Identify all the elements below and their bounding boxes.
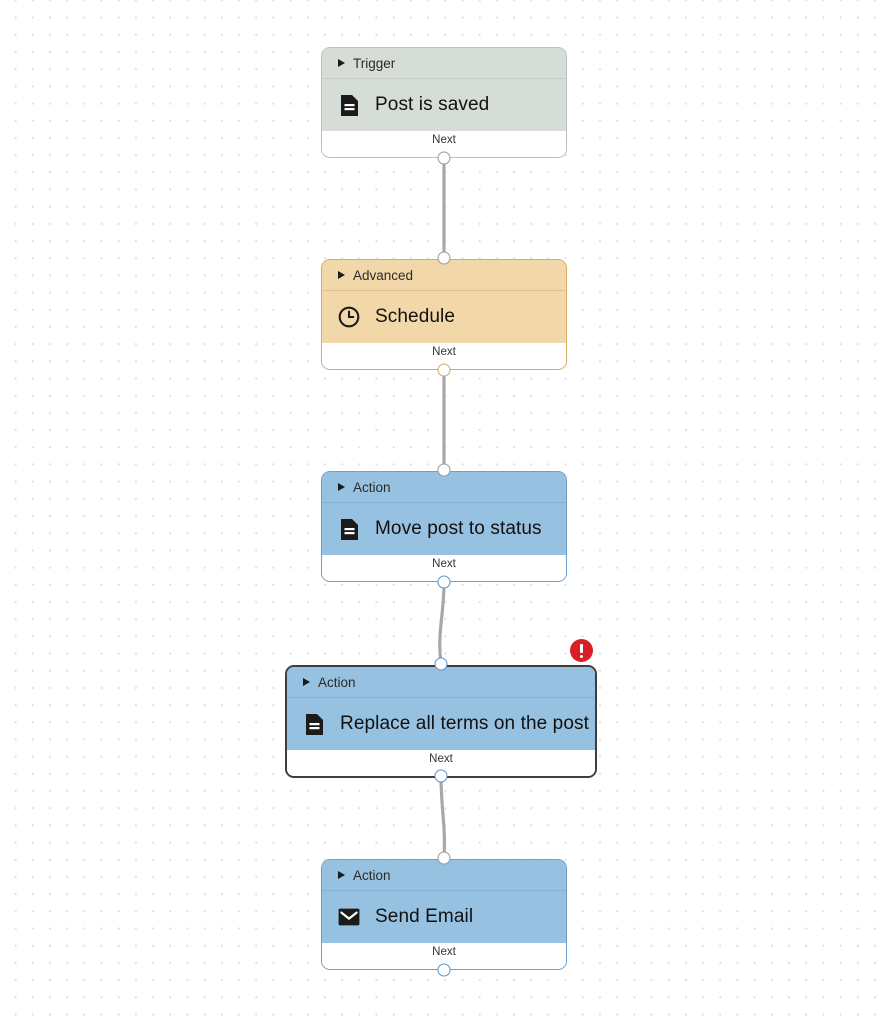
workflow-node-action-move[interactable]: Action Move post to status Next [321, 471, 567, 582]
output-port-action-email[interactable] [437, 963, 451, 977]
chevron-right-icon[interactable] [303, 678, 310, 686]
workflow-node-trigger[interactable]: Trigger Post is saved Next [321, 47, 567, 158]
envelope-icon [338, 905, 360, 929]
output-port-trigger[interactable] [437, 151, 451, 165]
edge-action-replace-to-action-email [439, 775, 447, 859]
node-title: Send Email [375, 906, 474, 927]
output-port-action-move[interactable] [437, 575, 451, 589]
chevron-right-icon[interactable] [338, 871, 345, 879]
edge-action-move-to-action-replace [438, 581, 446, 665]
node-title: Move post to status [375, 518, 542, 539]
node-body-trigger[interactable]: Post is saved [322, 79, 566, 131]
node-header-label: Action [353, 867, 391, 883]
workflow-node-action-email[interactable]: Action Send Email Next [321, 859, 567, 970]
node-header-action-email[interactable]: Action [322, 860, 566, 891]
node-footer-label: Next [432, 346, 456, 358]
node-footer-label: Next [429, 753, 453, 765]
workflow-node-action-replace[interactable]: Action Replace all terms on the post Nex… [285, 665, 597, 778]
input-port-action-replace[interactable] [434, 657, 448, 671]
document-icon [303, 712, 325, 736]
node-title: Replace all terms on the post [340, 713, 589, 734]
node-header-action-replace[interactable]: Action [287, 667, 595, 698]
input-port-action-email[interactable] [437, 851, 451, 865]
input-port-advanced[interactable] [437, 251, 451, 265]
clock-icon [338, 305, 360, 329]
node-body-advanced[interactable]: Schedule [322, 291, 566, 343]
node-body-action-email[interactable]: Send Email [322, 891, 566, 943]
document-icon [338, 517, 360, 541]
node-header-label: Advanced [353, 267, 414, 283]
node-body-action-replace[interactable]: Replace all terms on the post [287, 698, 595, 750]
output-port-action-replace[interactable] [434, 769, 448, 783]
node-title: Schedule [375, 306, 456, 327]
node-header-label: Action [318, 674, 356, 690]
node-footer-label: Next [432, 946, 456, 958]
output-port-advanced[interactable] [437, 363, 451, 377]
node-header-action-move[interactable]: Action [322, 472, 566, 503]
chevron-right-icon[interactable] [338, 271, 345, 279]
chevron-right-icon[interactable] [338, 483, 345, 491]
node-header-trigger[interactable]: Trigger [322, 48, 566, 79]
node-header-label: Trigger [353, 55, 396, 71]
node-footer-label: Next [432, 134, 456, 146]
input-port-action-move[interactable] [437, 463, 451, 477]
exclamation-icon [579, 644, 584, 659]
node-footer-label: Next [432, 558, 456, 570]
chevron-right-icon[interactable] [338, 59, 345, 67]
node-header-advanced[interactable]: Advanced [322, 260, 566, 291]
node-body-action-move[interactable]: Move post to status [322, 503, 566, 555]
node-header-label: Action [353, 479, 391, 495]
document-icon [338, 93, 360, 117]
node-error-badge[interactable] [570, 639, 593, 662]
node-title: Post is saved [375, 94, 490, 115]
workflow-node-advanced[interactable]: Advanced Schedule Next [321, 259, 567, 370]
